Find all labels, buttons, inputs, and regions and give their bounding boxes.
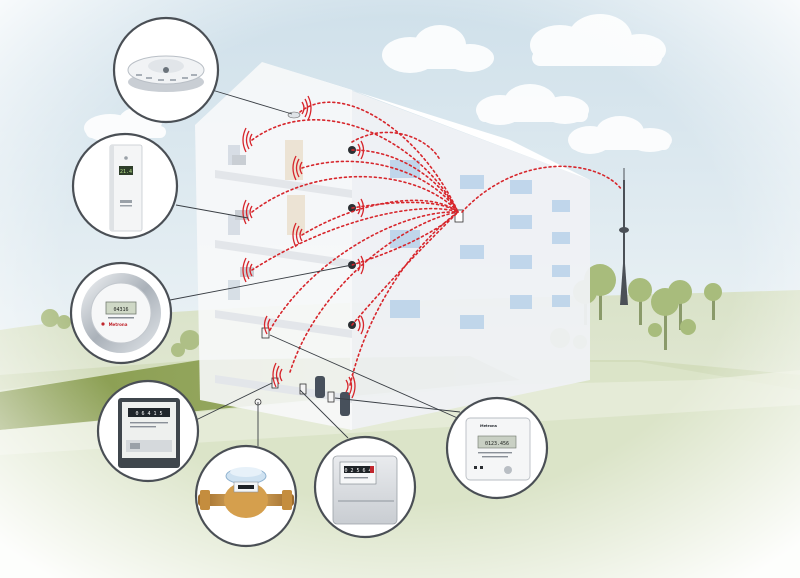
callout-smoke-detector[interactable] [112, 16, 220, 124]
meter-installed-icon [327, 391, 335, 403]
heat-meter-icon: Metrona 0123.456 [465, 417, 531, 481]
connector-line [169, 264, 353, 301]
callout-water-meter[interactable] [194, 444, 298, 548]
callout-electricity-meter[interactable]: 0 6 4 1 5 [96, 379, 200, 483]
heat-meter-brand: Metrona [480, 424, 498, 428]
heat-cost-allocator-display: 04316 [113, 307, 128, 313]
connector-line [211, 89, 293, 115]
callout-connectors [169, 89, 463, 446]
connector-line [269, 334, 463, 421]
connector-line [175, 204, 249, 219]
connector-line [299, 389, 349, 439]
electricity-meter-counter: 0 6 4 1 5 [135, 411, 162, 417]
callout-gas-meter[interactable]: 0 2 5 6 4 [313, 435, 417, 539]
room-sensor-icon: 21.4 [109, 144, 143, 232]
electricity-meter-icon: 0 6 4 1 5 [118, 398, 180, 468]
heat-meter-display: 0123.456 [485, 441, 509, 447]
tree [680, 319, 696, 335]
smoke-detector-icon [127, 55, 205, 92]
tree [57, 315, 71, 329]
callout-heat-cost-allocator[interactable]: 04316 Metrona [69, 261, 173, 365]
tree [41, 309, 59, 327]
tree [648, 323, 662, 337]
callout-heat-meter[interactable]: Metrona 0123.456 [445, 396, 549, 500]
callout-room-sensor[interactable]: 21.4 [71, 132, 179, 240]
tree [171, 343, 185, 357]
water-meter-icon [198, 467, 294, 518]
heat-cost-allocator-brand: Metrona [109, 322, 128, 327]
gas-meter-icon: 0 2 5 6 4 [332, 455, 398, 525]
gas-meter-counter: 0 2 5 6 4 [344, 468, 371, 474]
connector-line [195, 382, 273, 421]
room-sensor-display: 21.4 [120, 169, 132, 175]
heat-cost-allocator-icon: 04316 Metrona [81, 273, 161, 353]
